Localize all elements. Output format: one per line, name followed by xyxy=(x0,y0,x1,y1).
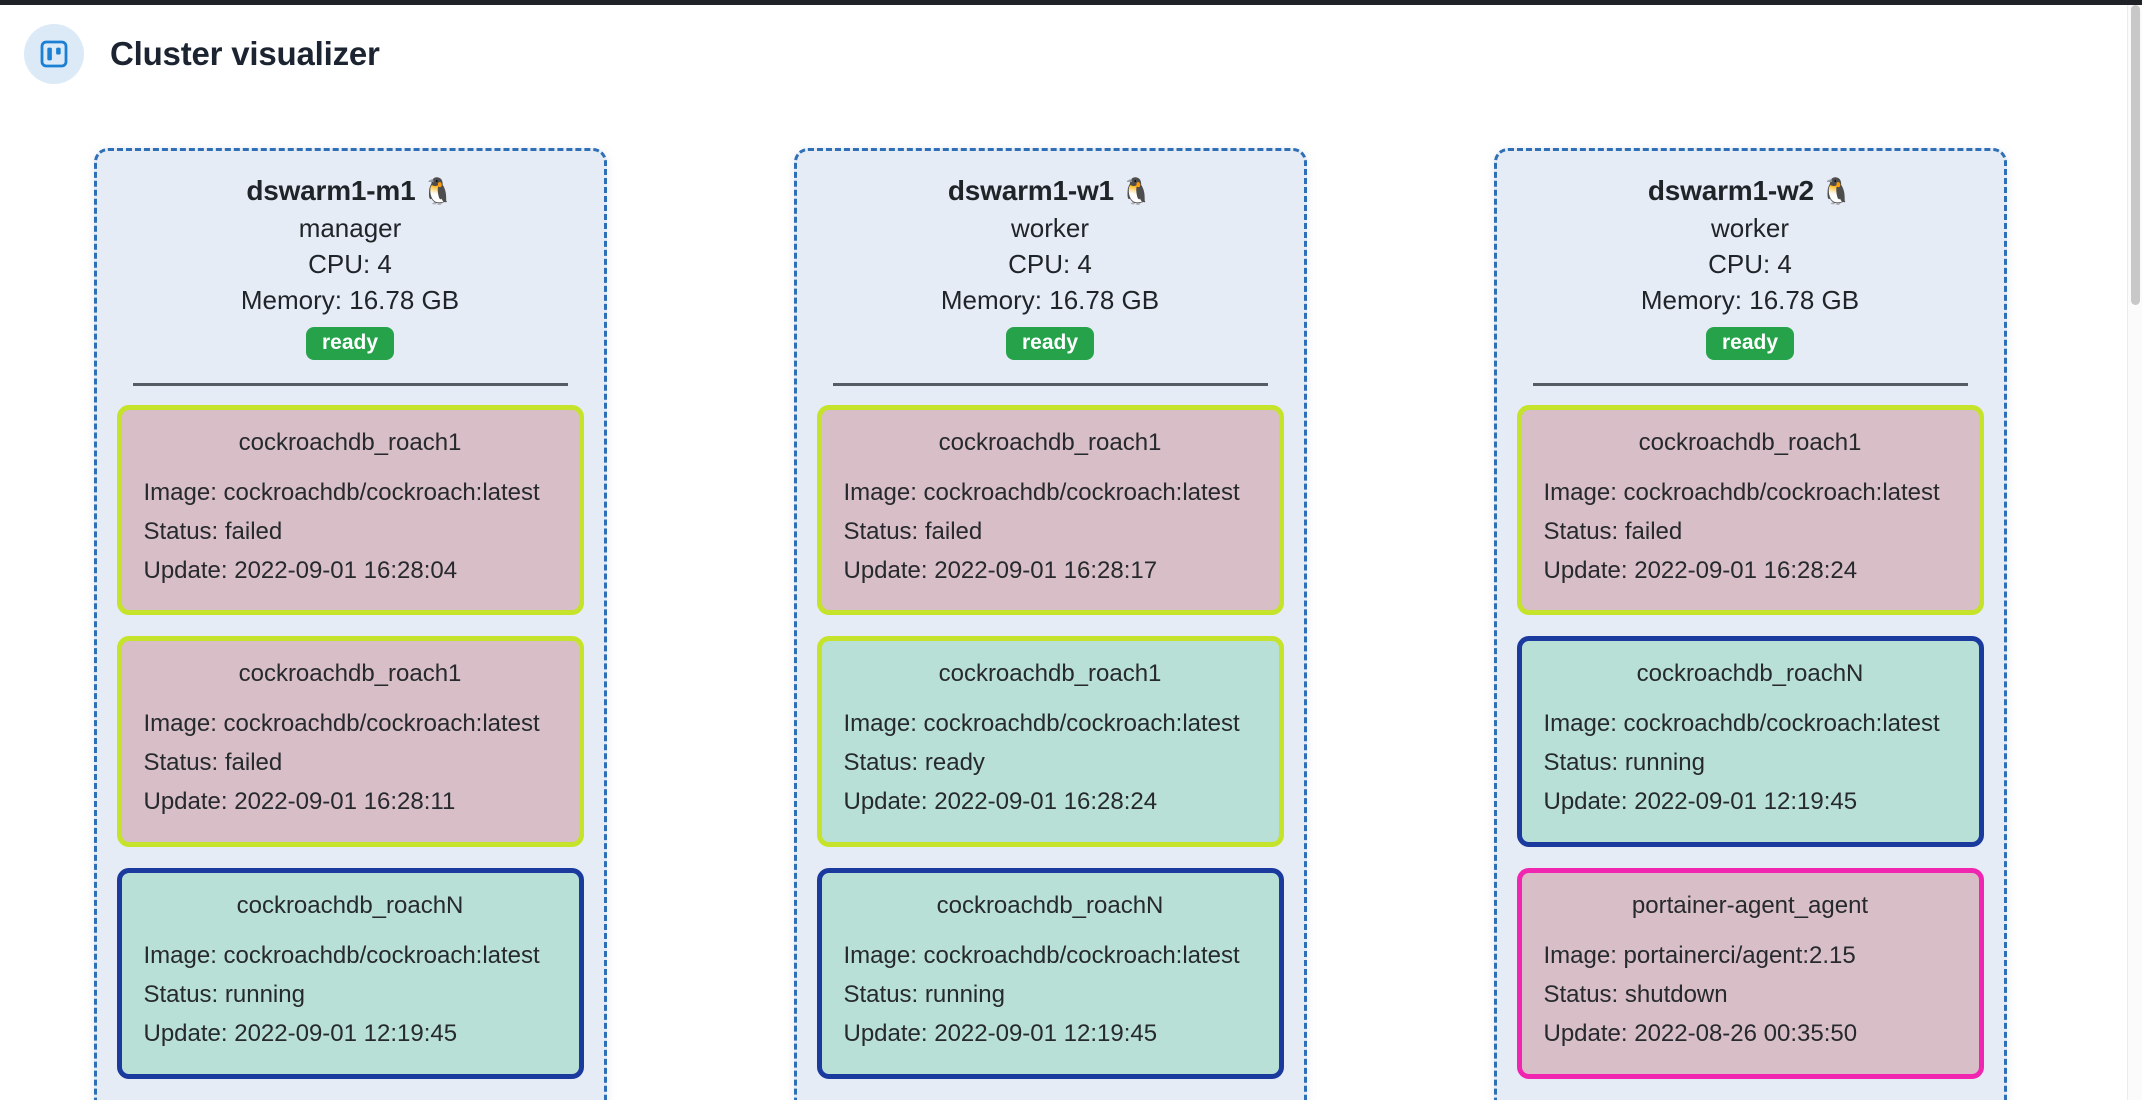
task-name: cockroachdb_roachN xyxy=(1636,660,1864,688)
status-badge: ready xyxy=(1705,326,1795,360)
node-status-row: ready xyxy=(817,326,1284,360)
task-update: Update: 2022-09-01 12:19:45 xyxy=(843,1019,1158,1047)
task-image: Image: cockroachdb/cockroach:latest xyxy=(1543,710,1940,738)
node-status-row: ready xyxy=(117,326,584,360)
page-title: Cluster visualizer xyxy=(110,35,380,72)
node-role: worker xyxy=(1010,212,1089,243)
node-cpu: CPU: 4 xyxy=(308,249,392,280)
task-name: cockroachdb_roach1 xyxy=(1638,428,1862,456)
task-name: cockroachdb_roachN xyxy=(936,892,1164,920)
task-status: Status: failed xyxy=(143,517,283,545)
page-scrollbar-thumb[interactable] xyxy=(2131,5,2140,305)
task-card[interactable]: cockroachdb_roachN Image: cockroachdb/coc… xyxy=(816,868,1284,1079)
task-name: cockroachdb_roach1 xyxy=(938,428,1162,456)
task-update: Update: 2022-08-26 00:35:50 xyxy=(1543,1019,1858,1047)
task-status: Status: failed xyxy=(1543,517,1683,545)
task-image: Image: cockroachdb/cockroach:latest xyxy=(143,710,540,738)
task-status: Status: ready xyxy=(843,749,985,777)
task-image: Image: portainerci/agent:2.15 xyxy=(1543,942,1856,970)
task-card[interactable]: cockroachdb_roachN Image: cockroachdb/coc… xyxy=(1516,636,1984,848)
node-cpu: CPU: 4 xyxy=(1708,249,1792,280)
node-divider xyxy=(832,382,1268,386)
task-status: Status: running xyxy=(843,980,1005,1008)
node-memory: Memory: 16.78 GB xyxy=(1640,285,1860,316)
node-name-label: dswarm1-w1 xyxy=(947,175,1114,206)
task-status: Status: shutdown xyxy=(1543,980,1728,1008)
task-update: Update: 2022-09-01 12:19:45 xyxy=(1543,788,1858,816)
node-cpu: CPU: 4 xyxy=(1008,249,1092,280)
task-update: Update: 2022-09-01 16:28:24 xyxy=(843,788,1158,816)
task-update: Update: 2022-09-01 16:28:17 xyxy=(843,556,1158,584)
task-image: Image: cockroachdb/cockroach:latest xyxy=(1543,478,1940,506)
task-update: Update: 2022-09-01 12:19:45 xyxy=(143,1019,458,1047)
task-name: cockroachdb_roach1 xyxy=(938,660,1162,688)
node-name: dswarm1-w2🐧 xyxy=(1517,173,1984,209)
node-role: manager xyxy=(298,212,402,243)
node-memory: Memory: 16.78 GB xyxy=(240,285,460,316)
task-update: Update: 2022-09-01 16:28:24 xyxy=(1543,556,1858,584)
task-image: Image: cockroachdb/cockroach:latest xyxy=(843,942,1240,970)
linux-penguin-icon: 🐧 xyxy=(421,176,454,206)
page-header: Cluster visualizer xyxy=(0,5,2127,103)
linux-penguin-icon: 🐧 xyxy=(1119,176,1153,206)
node-role: worker xyxy=(1710,212,1789,243)
node-name-label: dswarm1-w2 xyxy=(1647,175,1814,206)
node-status-row: ready xyxy=(1517,326,1984,360)
browser-chrome-strip xyxy=(0,0,2142,5)
task-status: Status: failed xyxy=(143,749,283,777)
task-image: Image: cockroachdb/cockroach:latest xyxy=(843,710,1240,738)
task-update: Update: 2022-09-01 16:28:11 xyxy=(143,788,456,816)
task-status: Status: running xyxy=(1543,749,1705,777)
task-image: Image: cockroachdb/cockroach:latest xyxy=(143,478,540,506)
kanban-board-icon xyxy=(24,24,84,84)
task-name: cockroachdb_roach1 xyxy=(238,660,462,688)
status-badge: ready xyxy=(1005,326,1095,360)
task-name: portainer-agent_agent xyxy=(1631,892,1869,920)
task-status: Status: running xyxy=(143,980,305,1008)
task-status: Status: failed xyxy=(843,517,983,545)
node-name-label: dswarm1-m1 xyxy=(246,175,416,206)
task-image: Image: cockroachdb/cockroach:latest xyxy=(843,478,1240,506)
node-name: dswarm1-m1🐧 xyxy=(117,173,584,209)
task-name: cockroachdb_roach1 xyxy=(238,428,462,456)
node-divider xyxy=(132,382,568,386)
status-badge: ready xyxy=(305,326,395,360)
task-name: cockroachdb_roachN xyxy=(236,892,464,920)
page-scrollbar[interactable] xyxy=(2127,5,2142,1100)
node-memory: Memory: 16.78 GB xyxy=(940,285,1160,316)
task-update: Update: 2022-09-01 16:28:04 xyxy=(143,556,458,584)
node-divider xyxy=(1532,382,1968,386)
task-image: Image: cockroachdb/cockroach:latest xyxy=(143,942,540,970)
linux-penguin-icon: 🐧 xyxy=(1819,176,1853,206)
task-card[interactable]: cockroachdb_roachN Image: cockroachdb/coc… xyxy=(116,868,584,1079)
node-name: dswarm1-w1🐧 xyxy=(817,173,1284,209)
